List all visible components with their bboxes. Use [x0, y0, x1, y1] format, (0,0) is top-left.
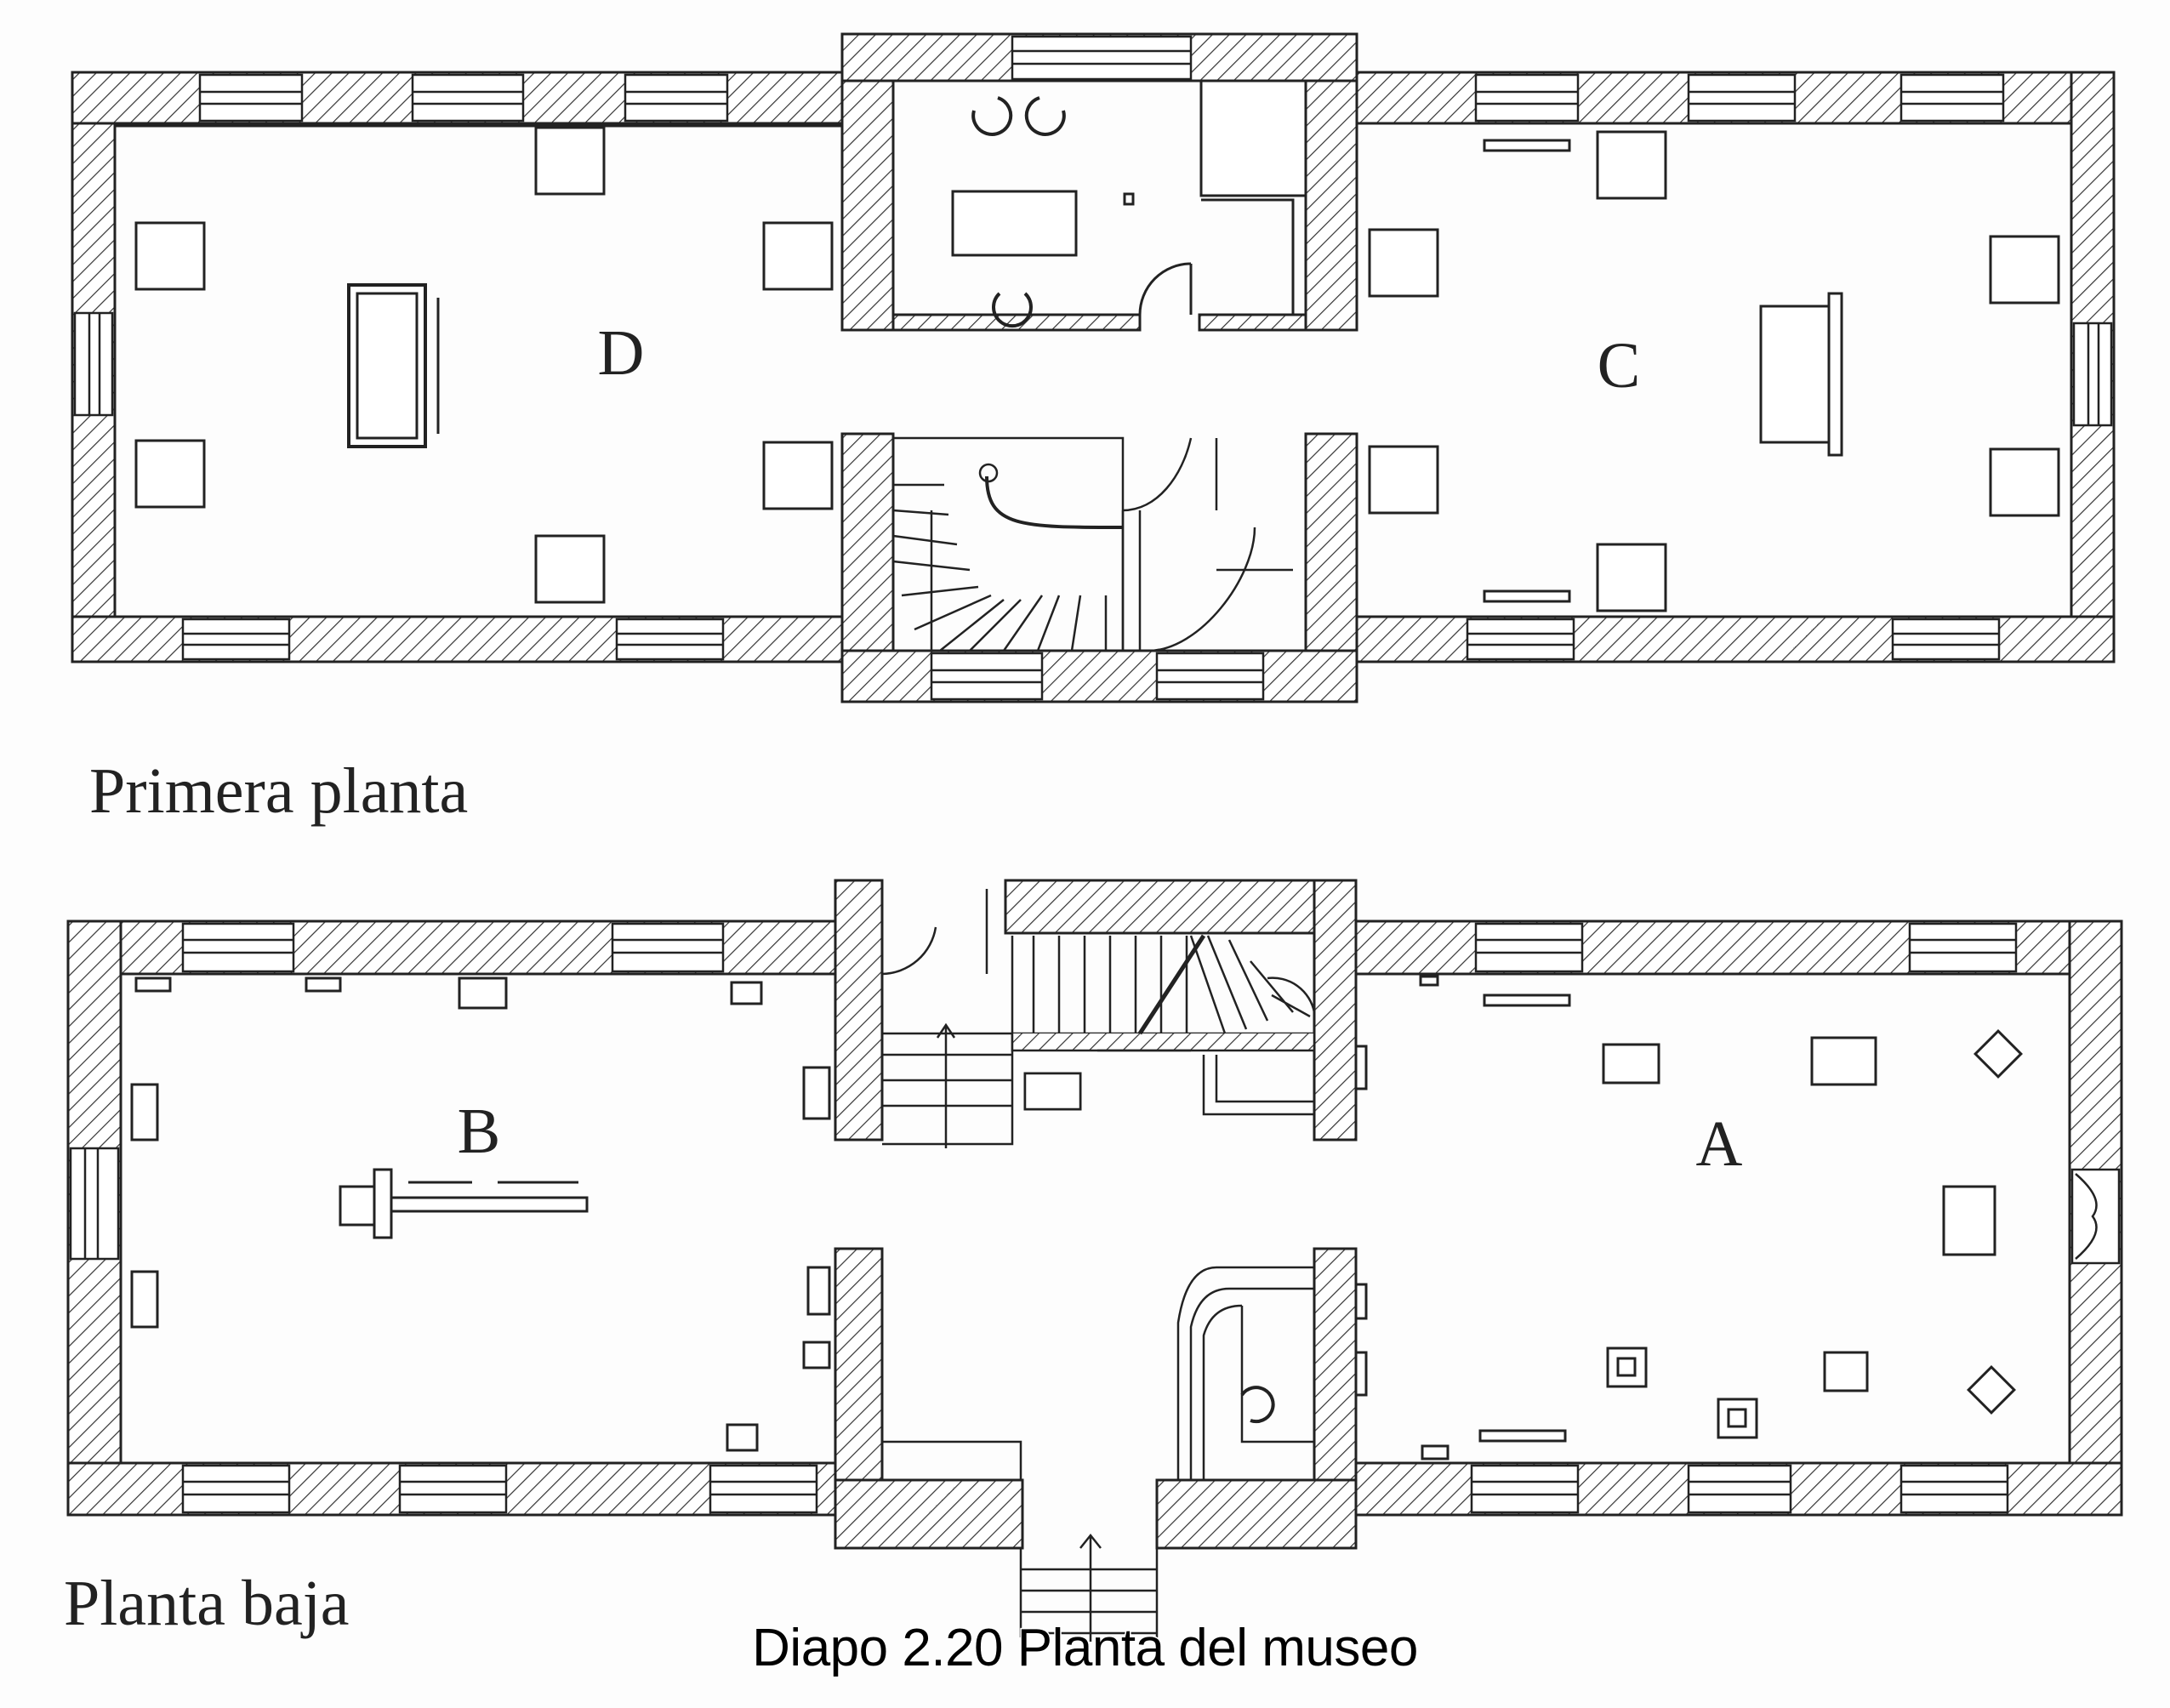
ground-central-walls	[834, 879, 1358, 1550]
labels: D C B A Primera planta Planta baja	[64, 317, 1743, 1639]
room-d-walls	[71, 71, 844, 663]
room-label-a: A	[1696, 1108, 1743, 1180]
ground-windows	[69, 922, 2121, 1514]
room-label-d: D	[598, 317, 645, 389]
ground-central-stairs	[880, 889, 1316, 1642]
upper-office-chairs	[971, 96, 1066, 328]
room-label-b: B	[458, 1096, 501, 1167]
room-c-walls	[1355, 71, 2116, 663]
ground-chair	[1240, 1386, 1275, 1424]
upper-floor-title: Primera planta	[89, 755, 468, 827]
upper-windows	[73, 35, 2113, 701]
room-label-c: C	[1598, 330, 1641, 401]
ground-floor-title: Planta baja	[64, 1568, 350, 1639]
upper-exhibits	[134, 79, 2060, 612]
upper-staircase	[891, 436, 1293, 652]
slide-caption: Diapo 2.20 Planta del museo	[751, 1618, 1420, 1679]
